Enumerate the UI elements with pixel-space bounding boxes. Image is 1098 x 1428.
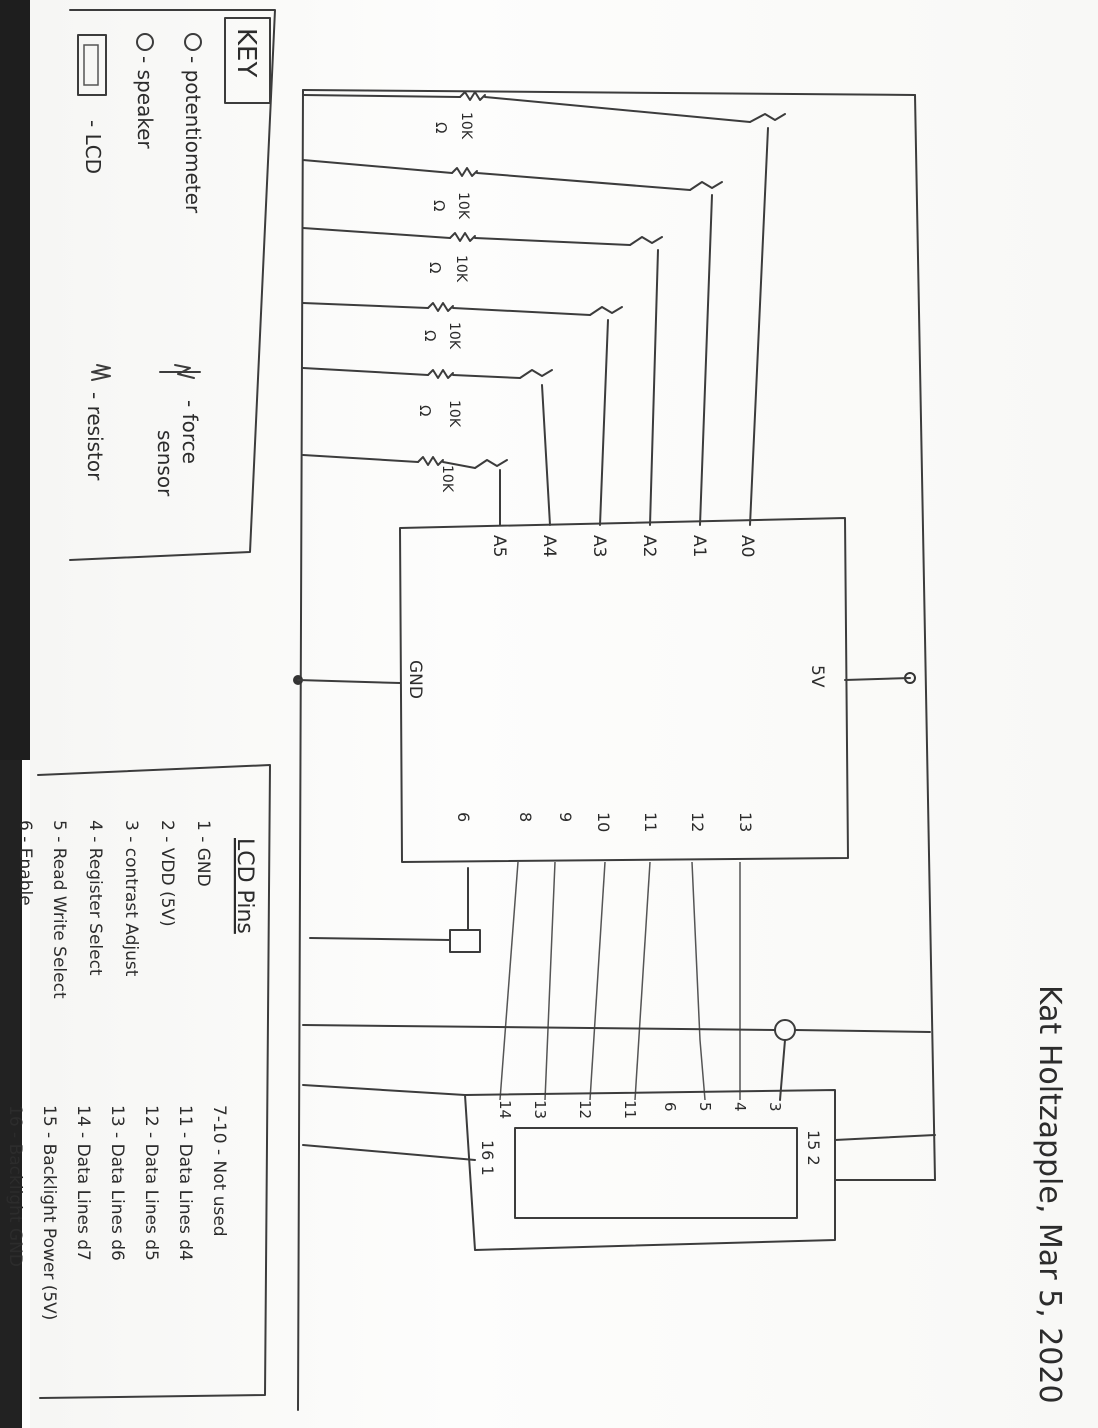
- paper-sheet: [30, 0, 1098, 1428]
- force-sensor-a1: [689, 181, 723, 191]
- signature: Kat Holtzapple, Mar 5, 2020: [1032, 985, 1067, 1404]
- pin-a1: A1: [689, 535, 709, 557]
- lcd-module: 3 4 5 6 11 12 13 14 16 1 15 2: [464, 1089, 836, 1251]
- resistor-label-3: 10K: [446, 322, 462, 350]
- ohm-symbol-1: Ω: [430, 200, 448, 211]
- key-speaker-label: - speaker: [133, 56, 157, 149]
- sensor-row-4: [302, 367, 553, 526]
- lcd-end-right: 15 2: [804, 1130, 823, 1166]
- lcd-pin-3: 3: [766, 1102, 784, 1112]
- lcd-pin-desc-8: 11 - Data Lines d4: [175, 1105, 195, 1261]
- sensor-row-1: [302, 159, 723, 526]
- lcd-pins-title: LCD Pins: [232, 838, 257, 934]
- resistor-label-4: 10K: [446, 400, 462, 428]
- pin-a4: A4: [539, 535, 559, 557]
- lcd-pin-desc-2: 2 - VDD (5V): [157, 820, 177, 927]
- lcd-pin-6: 6: [661, 1102, 679, 1112]
- resistor-key-icon: [91, 364, 111, 381]
- photo-edge-shadow-lower: [0, 760, 22, 1428]
- lcd-pin-desc-5: 5 - Read Write Select: [49, 820, 69, 999]
- potentiometer-key-icon: [184, 33, 202, 51]
- key-title-box: [224, 17, 271, 104]
- lcd-5v-wire-1: [834, 1134, 936, 1141]
- pin-11: 11: [641, 812, 660, 832]
- force-sensor-a2: [629, 236, 663, 246]
- pin-8: 8: [516, 812, 535, 822]
- lcd-pin-desc-11: 14 - Data Lines d7: [73, 1105, 93, 1261]
- ohm-symbol-0: Ω: [432, 122, 450, 133]
- pin-gnd: GND: [405, 660, 425, 699]
- sensor-row-5: [302, 454, 508, 526]
- lcd-pin-desc-3: 3 - contrast Adjust: [121, 820, 141, 977]
- resistor-label-1: 10K: [455, 192, 471, 220]
- lcd-pin-4: 4: [731, 1102, 749, 1112]
- pin-a0: A0: [737, 535, 757, 557]
- lcd-pin-desc-7: 7-10 - Not used: [209, 1105, 229, 1237]
- key-title: KEY: [231, 28, 261, 77]
- key-force-label-1: - force: [178, 400, 202, 464]
- lcd-pin-12: 12: [576, 1100, 594, 1119]
- pin-9: 9: [556, 812, 575, 822]
- ground-rail: [297, 89, 304, 1411]
- lcd-pin-desc-10: 13 - Data Lines d6: [107, 1105, 127, 1261]
- ohm-symbol-3: Ω: [421, 330, 439, 341]
- force-sensor-a0: [749, 113, 786, 123]
- lcd-pins-panel: LCD Pins 1 - GND 2 - VDD (5V) 3 - contra…: [5, 764, 271, 1399]
- sensor-row-0: [302, 91, 786, 526]
- speaker-key-icon: [136, 33, 154, 51]
- lcd-gnd-wire-1: [302, 1084, 466, 1096]
- digital-wires: [499, 861, 741, 1101]
- pin-a3: A3: [589, 535, 609, 557]
- lcd-pin-11: 11: [621, 1100, 639, 1119]
- potentiometer-icon: [302, 1019, 931, 1101]
- lcd-pin-desc-12: 15 - Backlight Power (5V): [39, 1105, 59, 1320]
- lcd-pin-5: 5: [696, 1102, 714, 1112]
- key-resistor-label: - resistor: [83, 392, 107, 481]
- lcd-end-left: 16 1: [478, 1140, 497, 1176]
- gnd-wire: [297, 679, 401, 684]
- top-rail: [302, 89, 916, 96]
- lcd-pin-13: 13: [531, 1100, 549, 1119]
- sensor-row-2: [302, 227, 663, 526]
- force-sensor-a5: [474, 459, 508, 469]
- key-legend: KEY - potentiometer - speaker - LCD - fo…: [69, 9, 276, 561]
- arduino-board: A0 A1 A2 A3 A4 A5 5V GND 13 12 11 10 9 8…: [399, 517, 849, 863]
- force-sensor-a3: [589, 306, 623, 316]
- resistor-labels: 10K 10K 10K 10K 10K 10K Ω Ω Ω Ω Ω: [416, 112, 474, 493]
- pin-a2: A2: [639, 535, 659, 557]
- lcd-pin-desc-4: 4 - Register Select: [85, 820, 105, 976]
- speaker-icon: [309, 867, 481, 953]
- pin-12: 12: [688, 812, 707, 832]
- lcd-pin-desc-6: 6 - Enable: [15, 820, 35, 906]
- key-force-label-2: sensor: [153, 430, 177, 497]
- 5v-wire: [844, 677, 911, 681]
- lcd-pin-desc-13: 16 - Backlight GND: [5, 1105, 25, 1267]
- lcd-screen: [514, 1127, 798, 1219]
- lcd-gnd-wire-2: [302, 1144, 476, 1161]
- key-potentiometer-label: - potentiometer: [181, 56, 205, 214]
- lcd-key-icon: [77, 34, 107, 96]
- lcd-pin-desc-1: 1 - GND: [193, 820, 213, 887]
- resistor-label-5: 10K: [439, 465, 455, 493]
- pin-6: 6: [454, 812, 473, 822]
- 5v-rail: [914, 94, 936, 1181]
- pin-a5: A5: [489, 535, 509, 557]
- force-sensor-key-icon: [159, 364, 201, 379]
- resistor-label-0: 10K: [458, 112, 474, 140]
- ohm-symbol-2: Ω: [426, 262, 444, 273]
- ohm-symbol-4: Ω: [416, 405, 434, 416]
- key-lcd-label: - LCD: [81, 120, 105, 174]
- lcd-pin-desc-9: 12 - Data Lines d5: [141, 1105, 161, 1261]
- lcd-pin-14: 14: [496, 1100, 514, 1119]
- sensor-row-3: [302, 302, 623, 526]
- pin-5v: 5V: [807, 665, 827, 688]
- pin-13: 13: [736, 812, 755, 832]
- pin-10: 10: [594, 812, 613, 832]
- force-sensor-a4: [519, 369, 553, 379]
- resistor-label-2: 10K: [453, 255, 469, 283]
